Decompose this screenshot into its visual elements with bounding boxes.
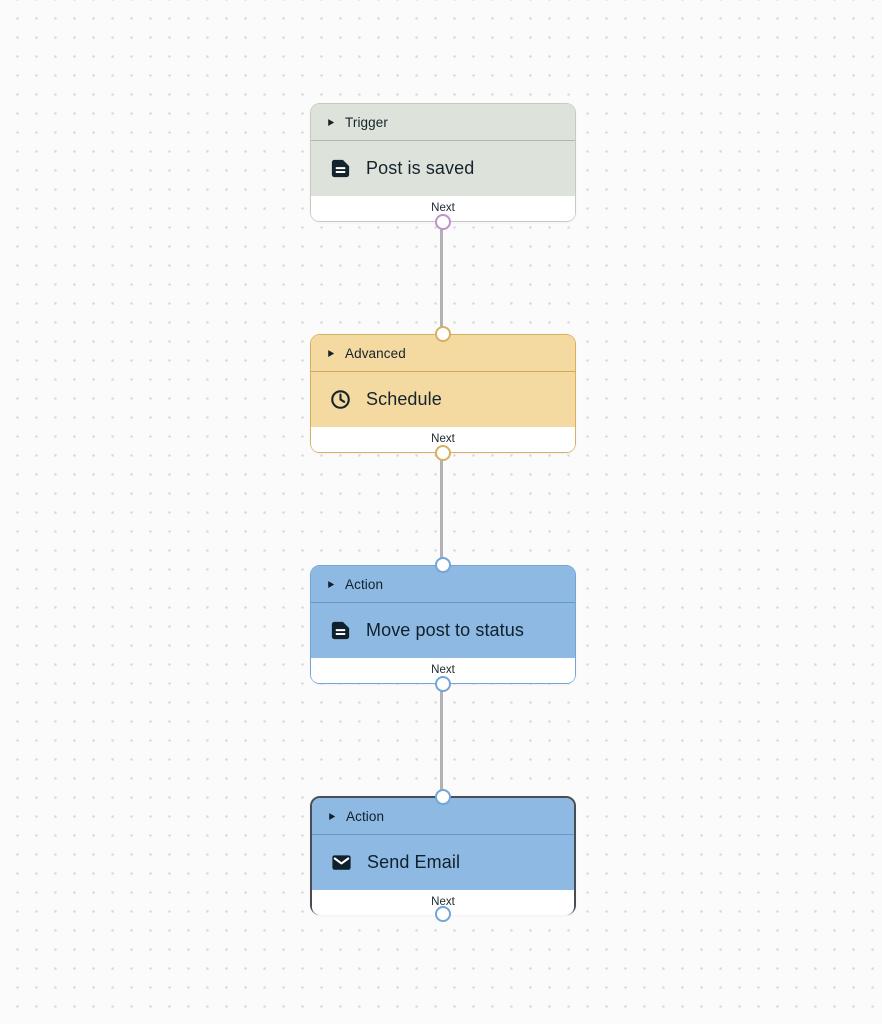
node-body[interactable]: Schedule (311, 372, 575, 427)
edge-connector[interactable] (440, 453, 443, 565)
output-port[interactable] (435, 214, 451, 230)
email-icon (330, 851, 353, 874)
flow-node-trigger[interactable]: Trigger Post is saved Next (310, 103, 576, 230)
node-body[interactable]: Send Email (312, 835, 574, 890)
clock-icon (329, 388, 352, 411)
output-port[interactable] (435, 906, 451, 922)
node-title: Schedule (366, 389, 442, 409)
node-category-label: Advanced (345, 345, 406, 361)
output-port[interactable] (435, 445, 451, 461)
node-header[interactable]: Trigger (311, 104, 575, 141)
input-port[interactable] (435, 557, 451, 573)
flow-node-action-move-post[interactable]: Action Move post to status Next (310, 557, 576, 692)
expand-arrow-icon[interactable] (325, 579, 336, 590)
input-port[interactable] (435, 789, 451, 805)
output-port[interactable] (435, 676, 451, 692)
input-port[interactable] (435, 326, 451, 342)
edge-connector[interactable] (440, 222, 443, 334)
next-label: Next (431, 896, 455, 909)
node-category-label: Action (346, 808, 385, 824)
node-title: Post is saved (366, 158, 475, 178)
next-label: Next (431, 433, 455, 446)
node-body[interactable]: Move post to status (311, 603, 575, 658)
node-category-label: Trigger (345, 114, 388, 130)
expand-arrow-icon[interactable] (325, 117, 336, 128)
next-label: Next (431, 664, 455, 677)
expand-arrow-icon[interactable] (326, 811, 337, 822)
expand-arrow-icon[interactable] (325, 348, 336, 359)
document-icon (329, 619, 352, 642)
edge-connector[interactable] (440, 684, 443, 796)
node-title: Move post to status (366, 620, 524, 640)
flow-node-action-send-email[interactable]: Action Send Email Next (310, 789, 576, 922)
next-label: Next (431, 202, 455, 215)
node-title: Send Email (367, 852, 461, 872)
flow-node-advanced[interactable]: Advanced Schedule Next (310, 326, 576, 461)
document-icon (329, 157, 352, 180)
node-body[interactable]: Post is saved (311, 141, 575, 196)
node-category-label: Action (345, 576, 384, 592)
